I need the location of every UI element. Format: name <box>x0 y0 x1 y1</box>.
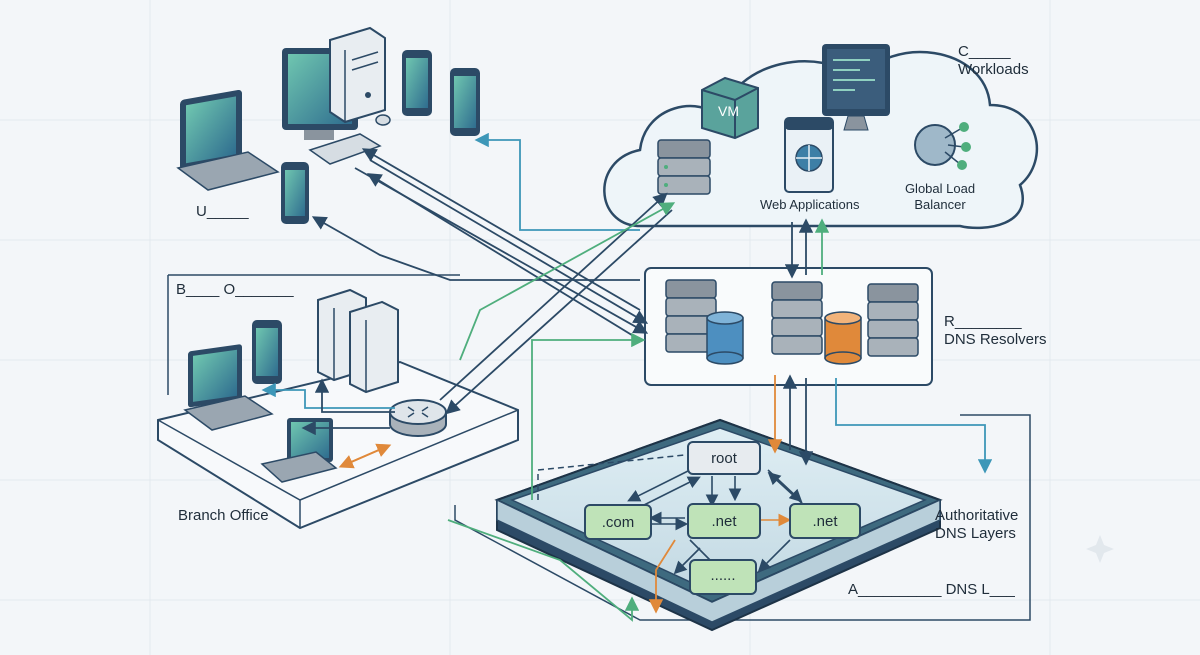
resolver-server-2 <box>771 281 823 355</box>
dns-node-com-label: .com <box>602 514 635 531</box>
resolvers-label-line1: R________ <box>944 313 1022 330</box>
authoritative-frame-outline <box>454 414 1031 621</box>
cloud-workloads-label-line1: C_____ <box>958 43 1011 60</box>
user-keyboard-icon <box>308 114 391 165</box>
web-applications-label: Web Applications <box>760 197 860 212</box>
dns-node-net-center: .net <box>687 503 761 539</box>
users-label: U_____ <box>196 203 249 220</box>
resolvers-label-line2: DNS Resolvers <box>944 331 1047 348</box>
global-load-balancer-icon <box>914 122 971 170</box>
dns-node-com: .com <box>584 504 652 540</box>
dns-node-net-center-label: .net <box>711 513 737 530</box>
network-flow-arrows <box>311 132 993 622</box>
user-tablet-icon <box>450 68 480 136</box>
resolver-server-3 <box>867 283 919 357</box>
resolver-database-blue <box>706 311 744 365</box>
branch-router-icon <box>389 399 447 437</box>
branch-laptop-icon <box>183 344 274 431</box>
user-small-phone-icon <box>281 162 309 224</box>
branch-office-header-label: B____ O_______ <box>176 281 294 298</box>
vm-label: VM <box>718 103 739 119</box>
cloud-server-icon <box>657 139 711 195</box>
web-application-icon <box>784 117 834 193</box>
sparkle-icon <box>1086 535 1114 563</box>
branch-server-icon <box>317 288 399 394</box>
authoritative-layers-label-line2: DNS Layers <box>935 525 1016 542</box>
authoritative-layers-footer-label: A__________ DNS L___ <box>848 581 1015 598</box>
cloud-workloads-label-line2: Workloads <box>958 61 1029 78</box>
dns-node-net-right: .net <box>789 503 861 539</box>
dns-node-more-label: ...... <box>710 567 735 584</box>
user-phone-icon <box>402 50 432 116</box>
dns-node-more: ...... <box>689 559 757 595</box>
user-laptop-icon <box>176 89 280 191</box>
dns-node-root: root <box>687 441 761 475</box>
dns-node-net-right-label: .net <box>812 513 838 530</box>
vm-icon <box>701 76 759 140</box>
cloud-monitor-icon <box>822 44 890 131</box>
user-desktop-tower-icon <box>329 26 386 124</box>
resolver-database-orange <box>824 311 862 365</box>
dns-dashed-query-path <box>537 454 686 500</box>
dns-node-root-label: root <box>711 450 738 467</box>
global-load-balancer-label-line2: Balancer <box>914 197 966 212</box>
branch-office-label: Branch Office <box>178 507 269 524</box>
resolver-server-1 <box>665 279 717 353</box>
branch-phone-icon <box>252 320 282 384</box>
authoritative-layers-label-line1: Authoritative <box>935 507 1019 524</box>
branch-internal-connections <box>261 378 395 469</box>
global-load-balancer-label-line1: Global Load <box>904 181 976 196</box>
